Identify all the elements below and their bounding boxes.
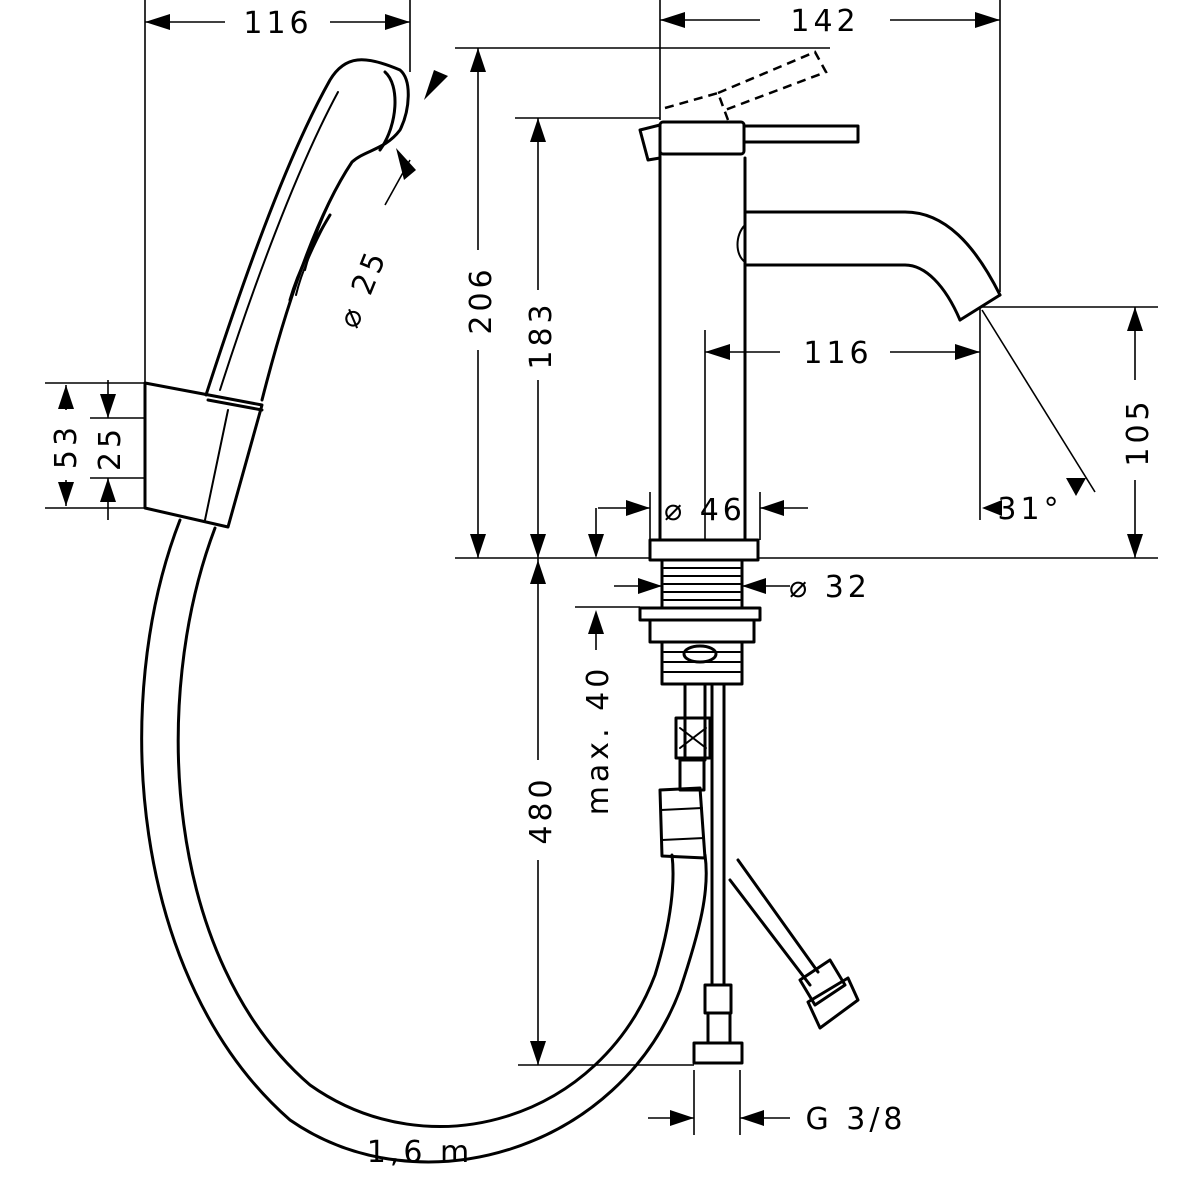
label-spout-clearance: 105 [1121,397,1156,466]
label-hose-length: 1,6 m [367,1135,473,1170]
label-spout-height: 183 [524,300,559,369]
label-nozzle-diameter: ⌀ 25 [332,244,395,333]
label-body-diameter: ⌀ 46 [664,493,746,528]
faucet [638,50,1002,1065]
label-thread-diameter: ⌀ 32 [789,570,871,605]
hand-shower [204,58,410,402]
label-faucet-width: 142 [790,4,859,39]
label-holder-inner: 25 [93,425,128,471]
label-spout-angle: 31° [997,492,1062,527]
label-hose-supply-length: 480 [524,775,559,844]
label-handshower-width: 116 [243,6,312,41]
dimension-labels: 116 142 ⌀ 25 206 183 116 105 31° ⌀ 46 ⌀ … [49,4,1156,1170]
label-max-deck-thickness: max. 40 [581,665,616,816]
label-total-height: 206 [464,265,499,334]
shower-holder [143,381,264,529]
label-connection-thread: G 3/8 [805,1102,906,1137]
label-spout-reach: 116 [803,336,872,371]
dimension-lines [45,0,1158,1135]
label-holder-height: 53 [49,423,84,469]
